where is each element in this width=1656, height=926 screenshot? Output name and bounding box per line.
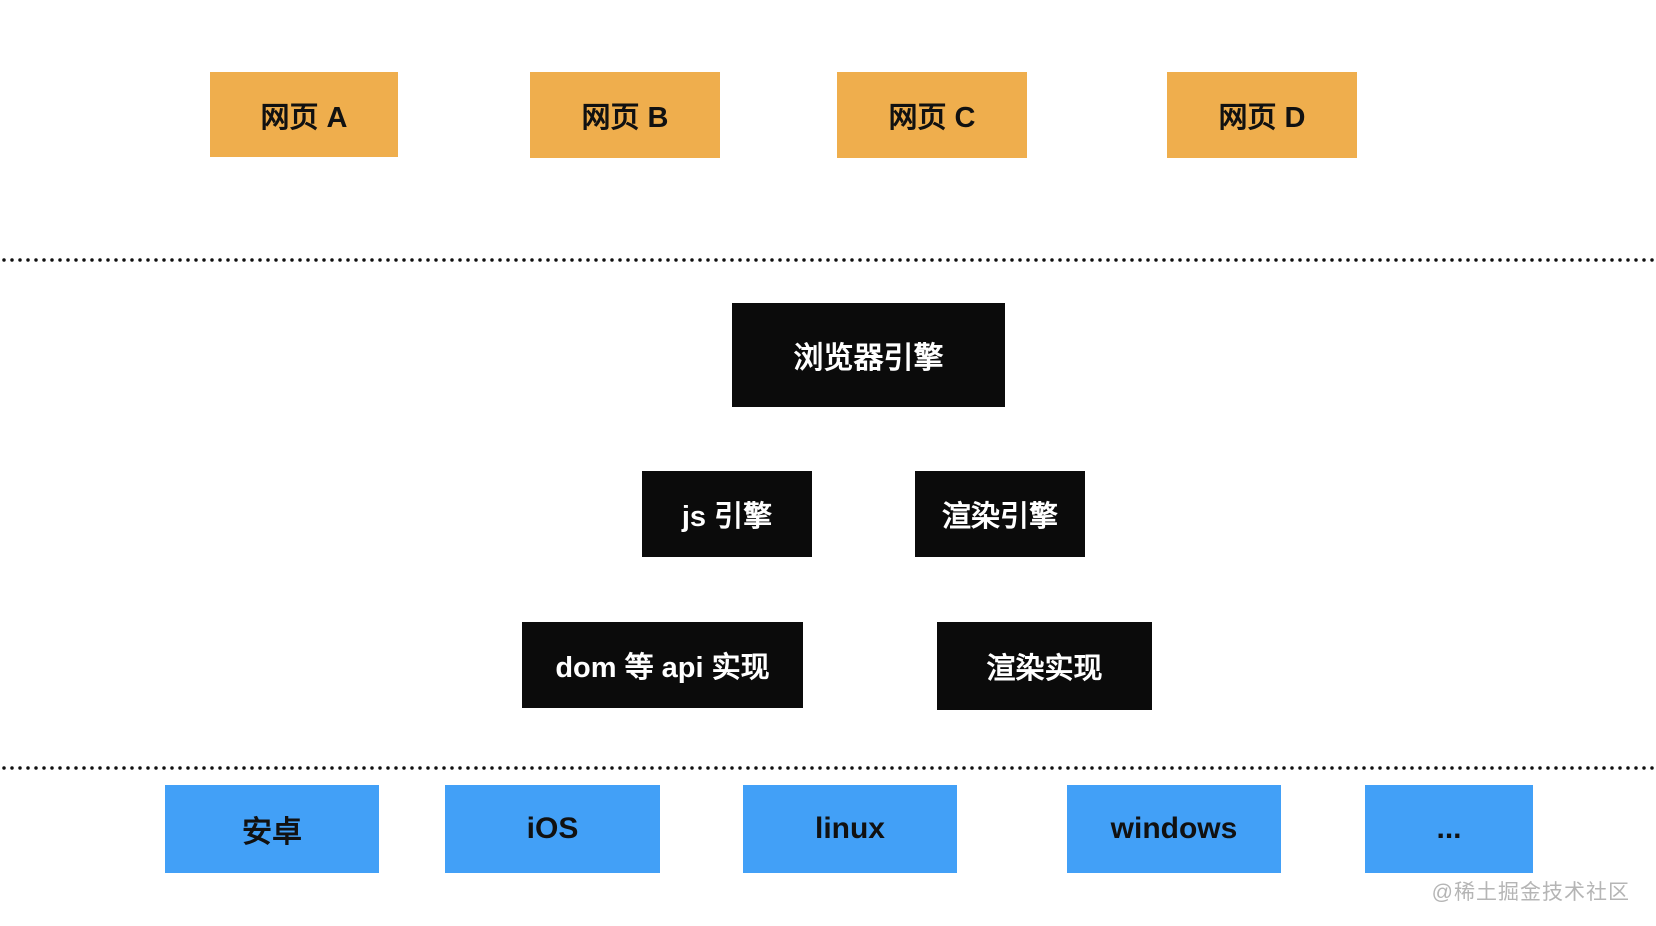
- page-box-b: 网页 B: [530, 72, 720, 158]
- platform-box-linux: linux: [743, 785, 957, 873]
- page-box-c: 网页 C: [837, 72, 1027, 158]
- platform-box-more: ...: [1365, 785, 1533, 873]
- separator-bottom: [0, 766, 1656, 770]
- js-engine-box: js 引擎: [642, 471, 812, 557]
- dom-api-impl-box: dom 等 api 实现: [522, 622, 803, 708]
- platform-box-android: 安卓: [165, 785, 379, 873]
- browser-engine-box: 浏览器引擎: [732, 303, 1005, 407]
- platform-box-ios: iOS: [445, 785, 660, 873]
- separator-top: [0, 258, 1656, 262]
- page-box-d: 网页 D: [1167, 72, 1357, 158]
- render-engine-box: 渲染引擎: [915, 471, 1085, 557]
- platform-box-windows: windows: [1067, 785, 1281, 873]
- render-impl-box: 渲染实现: [937, 622, 1152, 710]
- watermark: @稀土掘金技术社区: [1431, 881, 1630, 904]
- page-box-a: 网页 A: [210, 72, 398, 157]
